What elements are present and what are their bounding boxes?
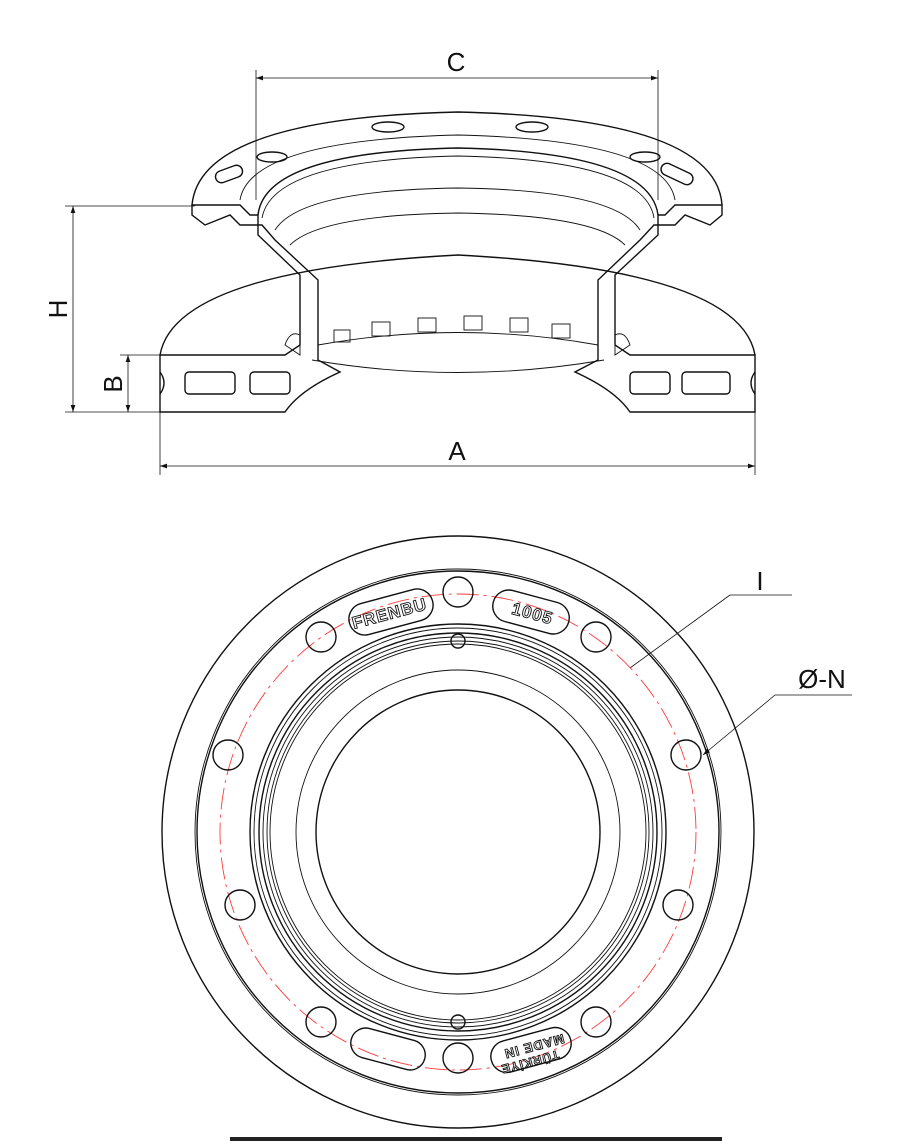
plan-view (161, 535, 755, 1129)
bottom-border-bar (230, 1137, 722, 1141)
flange-outer-edge (191, 111, 723, 206)
bolt-hole (305, 621, 337, 653)
bolt-hole (442, 576, 474, 608)
bolt-circle (219, 593, 697, 1071)
bolt-hole (580, 621, 612, 653)
hub-bore (315, 689, 601, 975)
bolt-hole (580, 1006, 612, 1038)
right-section-hatch (573, 204, 756, 413)
bolt-hole (662, 889, 694, 921)
dimension-lines (65, 70, 852, 756)
bolt-holes (212, 576, 702, 1074)
left-section-hatch (159, 204, 342, 413)
disc-outer-surface (159, 254, 756, 356)
dim-label-h: H (43, 300, 73, 319)
bolt-hole (212, 739, 244, 771)
disc-outer-circle (161, 535, 755, 1129)
dim-label-a: A (448, 436, 466, 466)
dim-label-b: B (98, 375, 128, 392)
dim-label-i: I (756, 566, 763, 596)
bolt-hole (670, 739, 702, 771)
bolt-hole (442, 1042, 474, 1074)
bolt-hole (224, 889, 256, 921)
dim-label-n: Ø-N (798, 664, 846, 694)
section-view (159, 111, 756, 413)
bolt-hole (305, 1006, 337, 1038)
part-number-embossing: 1005 (510, 599, 555, 628)
brand-embossing: FRENBU (350, 595, 429, 633)
dim-label-c: C (447, 47, 466, 77)
